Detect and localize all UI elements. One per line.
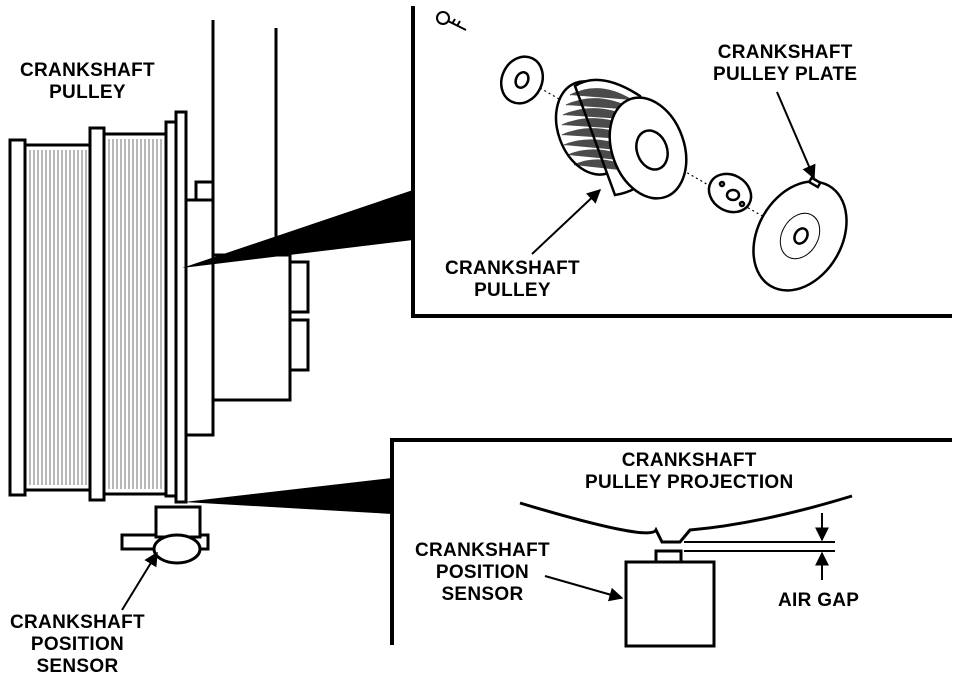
washer-icon	[499, 55, 545, 105]
main-crankshaft-pulley	[8, 110, 310, 504]
upper-inset-frame	[411, 6, 952, 318]
label-crankshaft-pulley-projection: CRANKSHAFT PULLEY PROJECTION	[585, 450, 794, 493]
label-main-position-sensor: CRANKSHAFT POSITION SENSOR	[10, 612, 145, 677]
lower-callout-wedge	[184, 478, 392, 514]
label-inset-crankshaft-pulley: CRANKSHAFT PULLEY	[445, 258, 580, 301]
label-main-crankshaft-pulley: CRANKSHAFT PULLEY	[20, 60, 155, 103]
air-gap-detail	[519, 494, 853, 648]
label-crankshaft-pulley-plate: CRANKSHAFT PULLEY PLATE	[713, 42, 858, 85]
inset-pulley-icon	[554, 78, 688, 200]
lower-inset-frame	[390, 438, 952, 645]
spacer-icon	[707, 172, 753, 214]
label-inset-position-sensor: CRANKSHAFT POSITION SENSOR	[415, 540, 550, 605]
main-position-sensor	[120, 505, 210, 565]
exploded-view	[436, 11, 848, 292]
bolt-icon	[436, 11, 467, 31]
pulley-plate-icon	[752, 176, 848, 292]
upper-callout-wedge	[182, 190, 413, 268]
leader-arrows	[121, 91, 816, 611]
label-air-gap: AIR GAP	[778, 590, 860, 611]
